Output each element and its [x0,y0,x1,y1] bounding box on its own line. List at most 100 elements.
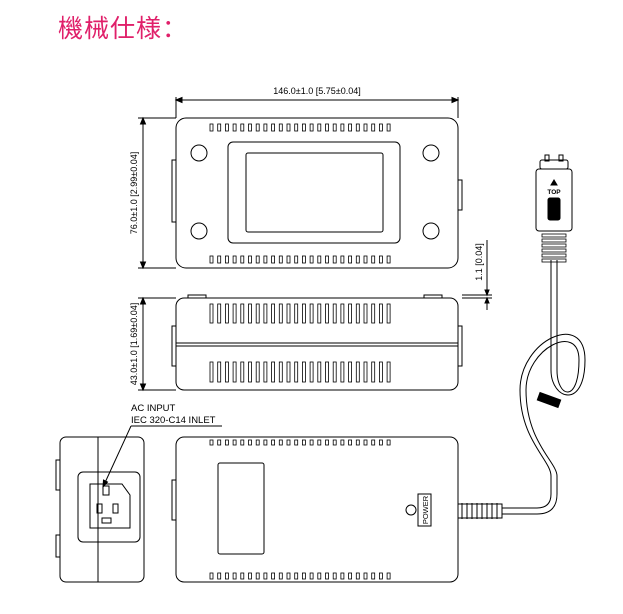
vent-slot [355,361,360,383]
vent-slot [317,361,322,383]
vent-slot [371,439,376,446]
vent-slot [363,361,368,383]
label-recess [227,141,401,244]
vent-slot [340,303,345,324]
vent-slot [232,361,237,383]
vent-slot [355,255,360,264]
width-dimension-label: 146.0±1.0 [5.75±0.04] [273,86,360,96]
vent-slot [378,123,383,132]
label-area [245,152,384,233]
vent-slot [286,572,291,580]
plug-grip [547,197,561,221]
vent-slot [294,361,299,383]
cable-strain-relief [458,503,503,519]
height-dimension: 76.0±1.0 [2.99±0.04] [129,116,176,270]
vent-slot [332,439,337,446]
top-label: TOP [547,189,561,196]
vent-slot [286,255,291,264]
thickness-dimension-label: 43.0±1.0 [1.69±0.04] [129,303,139,385]
vent-slot [209,361,214,383]
vent-slot [240,439,245,446]
vent-slot [224,303,229,324]
vent-slot [209,439,214,446]
vent-slot [363,123,368,132]
vent-slot [378,255,383,264]
vent-slot [263,439,268,446]
top-view-lower-vents [209,255,391,264]
mounting-hole [422,222,440,240]
vent-slot [278,255,283,264]
vent-slot [286,123,291,132]
vent-slot [332,572,337,580]
foot-dimension-label: 1.1 [0.04] [474,243,484,281]
vent-slot [248,123,252,132]
vent-slot [371,255,376,264]
vent-slot [355,572,360,580]
iec-c14-inlet [89,483,131,529]
vent-slot [240,123,245,132]
vent-slot [286,361,291,383]
inlet-type-label: IEC 320-C14 INLET [131,415,216,426]
vent-slot [386,572,391,580]
vent-slot [224,255,229,264]
vent-slot [317,439,322,446]
vent-slot [325,123,329,132]
vent-slot [255,439,260,446]
vent-slot [332,255,337,264]
vent-slot [355,439,360,446]
side-view-upper-vents [209,303,391,324]
vent-slot [386,439,391,446]
vent-slot [224,439,229,446]
top-view [171,117,463,269]
inlet-housing [77,471,141,543]
vent-slot [332,123,337,132]
vent-slot [271,572,276,580]
power-label: POWER [421,495,430,524]
vent-slot [240,303,245,324]
vent-slot [317,123,322,132]
top-arrow-icon [550,179,558,186]
leader-line [102,425,132,488]
vent-slot [255,361,260,383]
vent-slot [348,255,353,264]
vent-slot [301,123,306,132]
vent-slot [309,255,314,264]
vent-slot [248,303,252,324]
foot-dimension: 1.1 [0.04] [462,240,492,310]
vent-slot [271,123,276,132]
mounting-hole [422,144,440,162]
plug-boot-rib [541,233,567,238]
vent-slot [371,572,376,580]
vent-slot [363,439,368,446]
vent-slot [317,303,322,324]
vent-slot [340,255,345,264]
vent-slot [232,255,237,264]
vent-slot [248,255,252,264]
vent-slot [340,123,345,132]
vent-slot [378,439,383,446]
vent-slot [386,123,391,132]
vent-slot [386,303,391,324]
vent-slot [301,361,306,383]
vent-slot [371,303,376,324]
vent-slot [301,255,306,264]
ac-input-label: AC INPUT [131,403,176,414]
mounting-hole [190,222,208,240]
vent-slot [348,303,353,324]
power-led [405,504,417,516]
vent-slot [325,255,329,264]
inlet-pin-earth [102,485,110,496]
vent-slot [363,303,368,324]
page-title: 機械仕様： [58,14,189,43]
vent-slot [348,572,353,580]
vent-slot [240,361,245,383]
vent-slot [263,303,268,324]
vent-slot [348,361,353,383]
plug-boot-rib [541,248,567,253]
vent-slot [232,572,237,580]
vent-slot [263,361,268,383]
plug-boot-rib [541,258,567,263]
vent-slot [340,572,345,580]
vent-slot [309,303,314,324]
vent-slot [278,303,283,324]
